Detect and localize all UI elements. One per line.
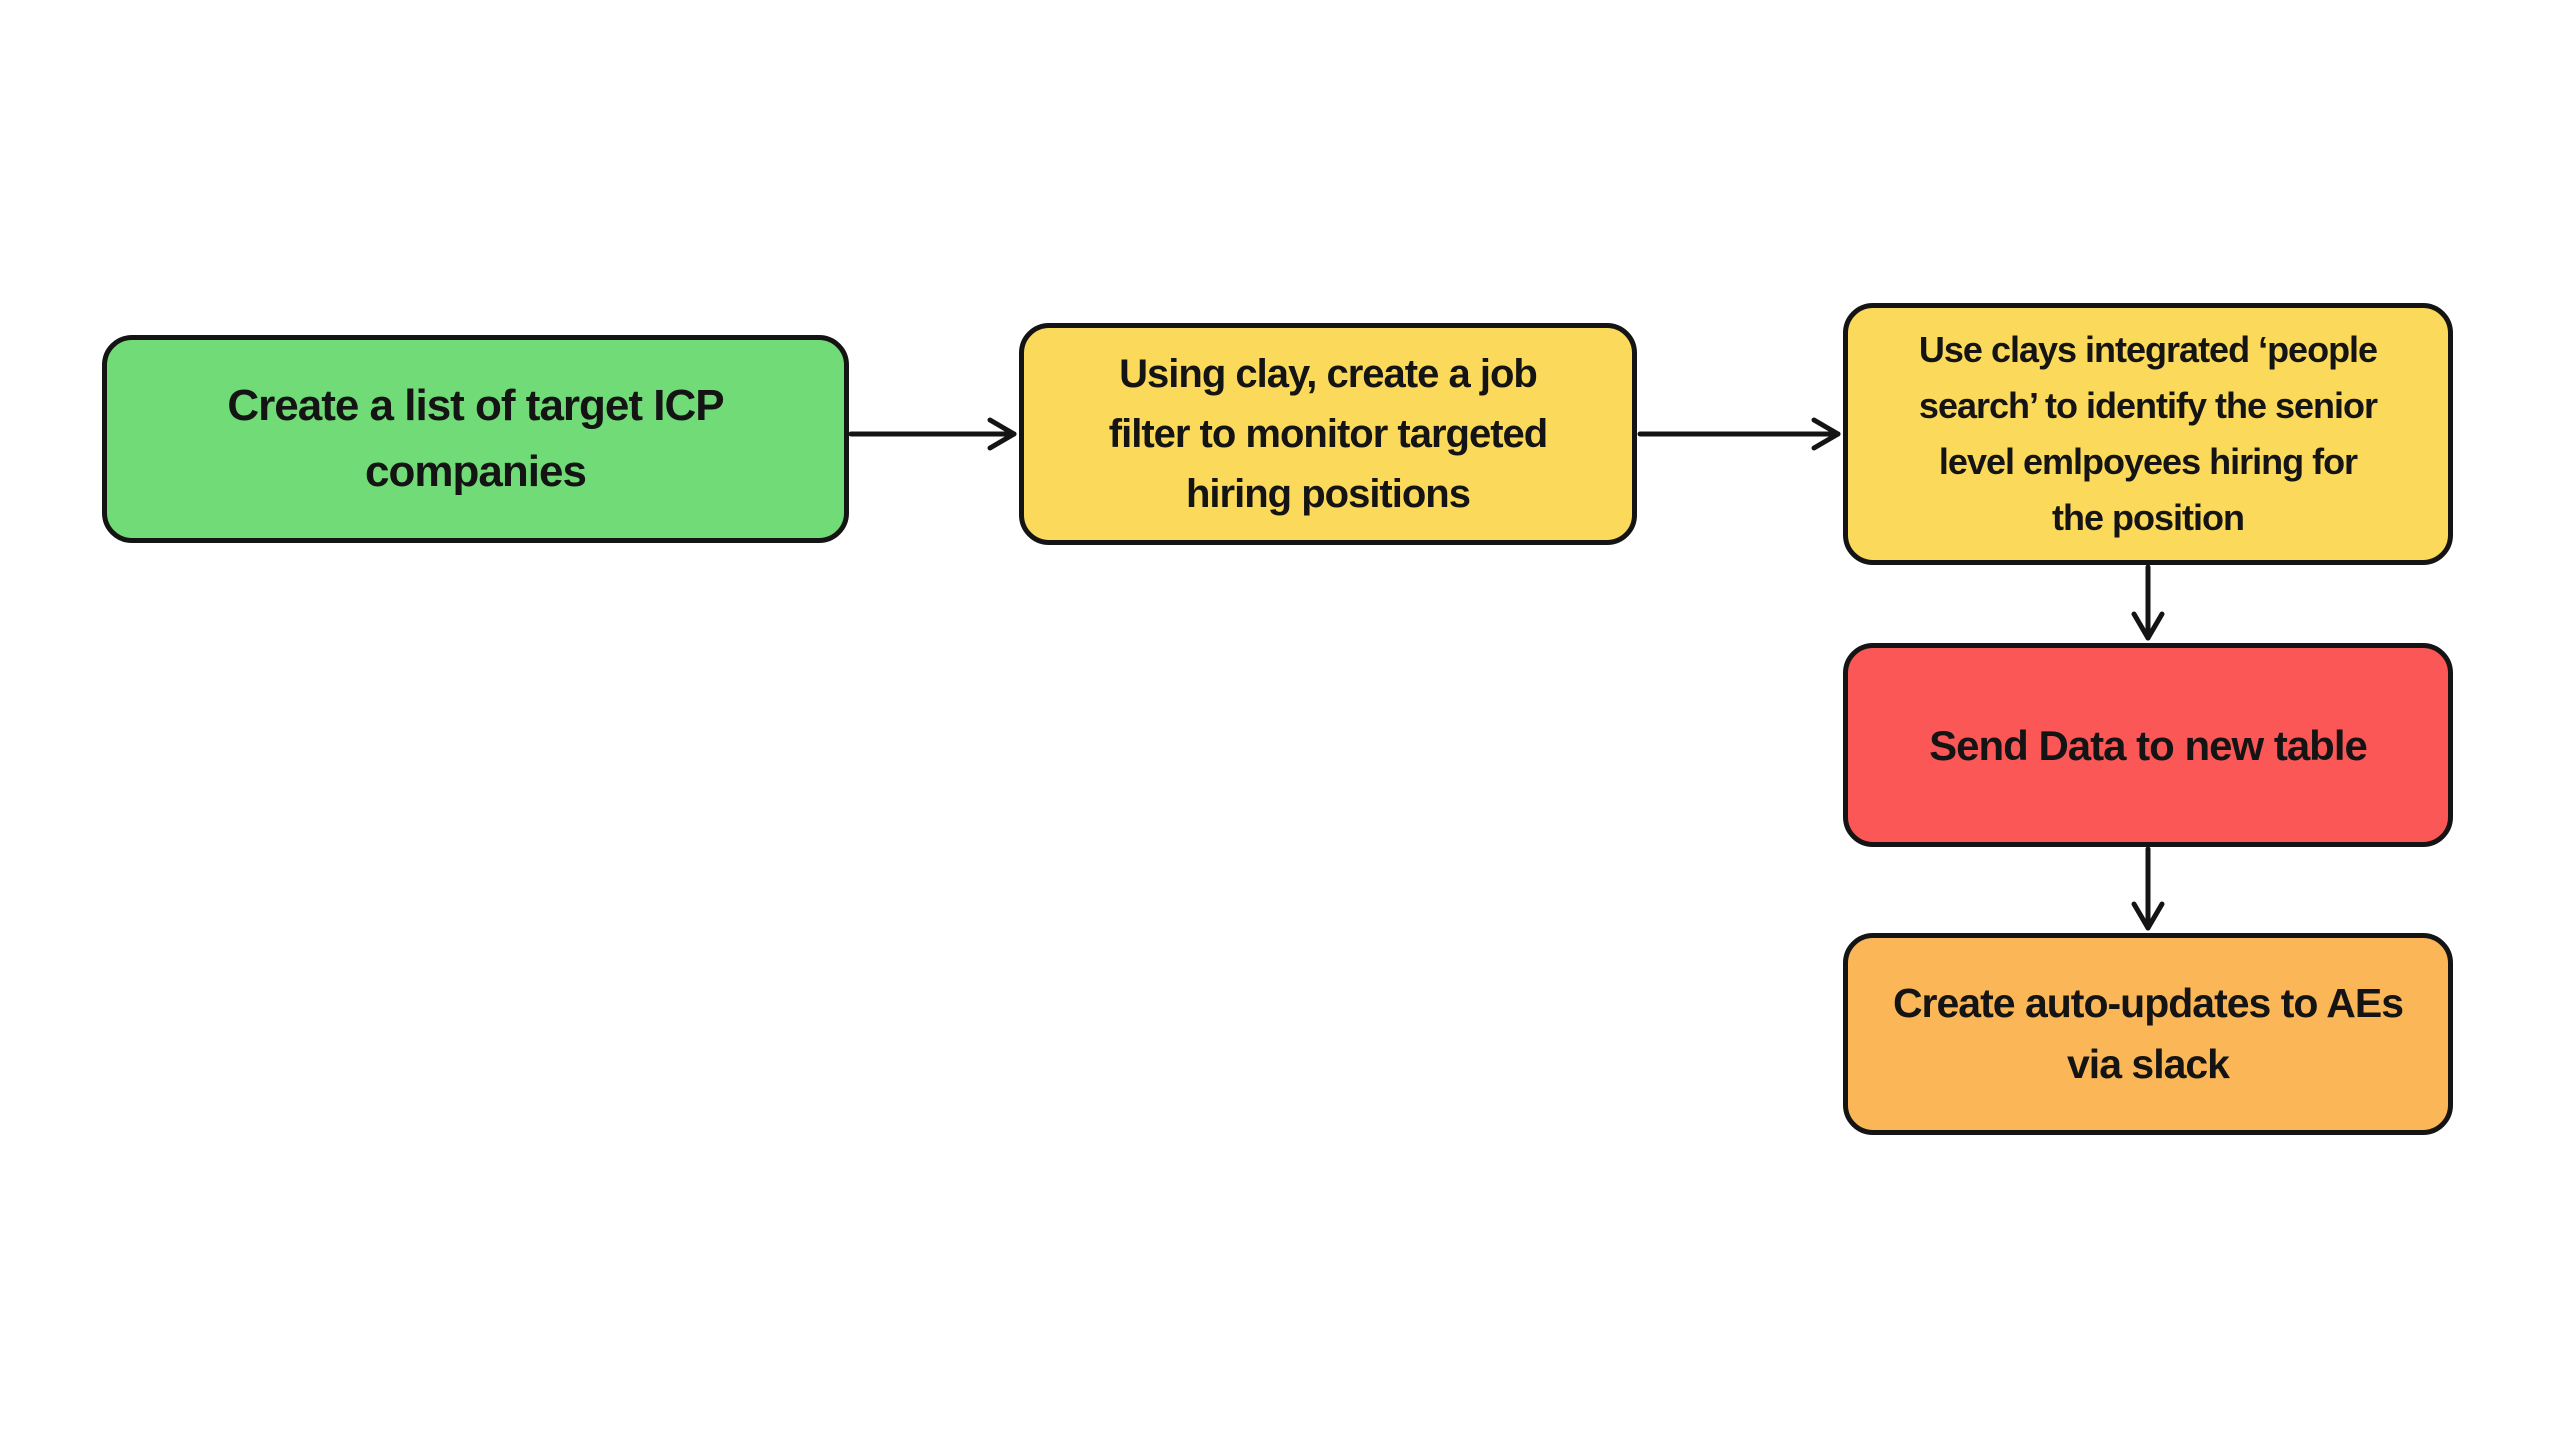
flow-edge-create-job-filter-to-people-search: [1637, 417, 1841, 451]
flow-node-label: Using clay, create a job filter to monit…: [1108, 352, 1548, 516]
flow-edge-people-search-to-send-data-to-table: [2131, 564, 2165, 641]
flow-node-people-search[interactable]: Use clays integrated ‘people search’ to …: [1843, 303, 2453, 565]
flow-node-label: Create a list of target ICP companies: [227, 381, 724, 496]
flow-edge-send-data-to-table-to-auto-updates-slack: [2131, 846, 2165, 931]
arrowhead-icon: [2131, 611, 2165, 641]
flow-node-send-data-to-table[interactable]: Send Data to new table: [1843, 643, 2453, 847]
arrowhead-icon: [1811, 417, 1841, 451]
flow-node-create-icp-list[interactable]: Create a list of target ICP companies: [102, 335, 849, 543]
arrowhead-icon: [2131, 901, 2165, 931]
flow-edge-create-icp-list-to-create-job-filter: [848, 417, 1017, 451]
flow-node-label: Create auto-updates to AEs via slack: [1892, 979, 2404, 1088]
flow-node-create-job-filter[interactable]: Using clay, create a job filter to monit…: [1019, 323, 1637, 545]
arrowhead-icon: [987, 417, 1017, 451]
flow-node-label: Send Data to new table: [1929, 721, 2368, 769]
flow-node-label: Use clays integrated ‘people search’ to …: [1918, 329, 2378, 538]
flow-node-auto-updates-slack[interactable]: Create auto-updates to AEs via slack: [1843, 933, 2453, 1135]
